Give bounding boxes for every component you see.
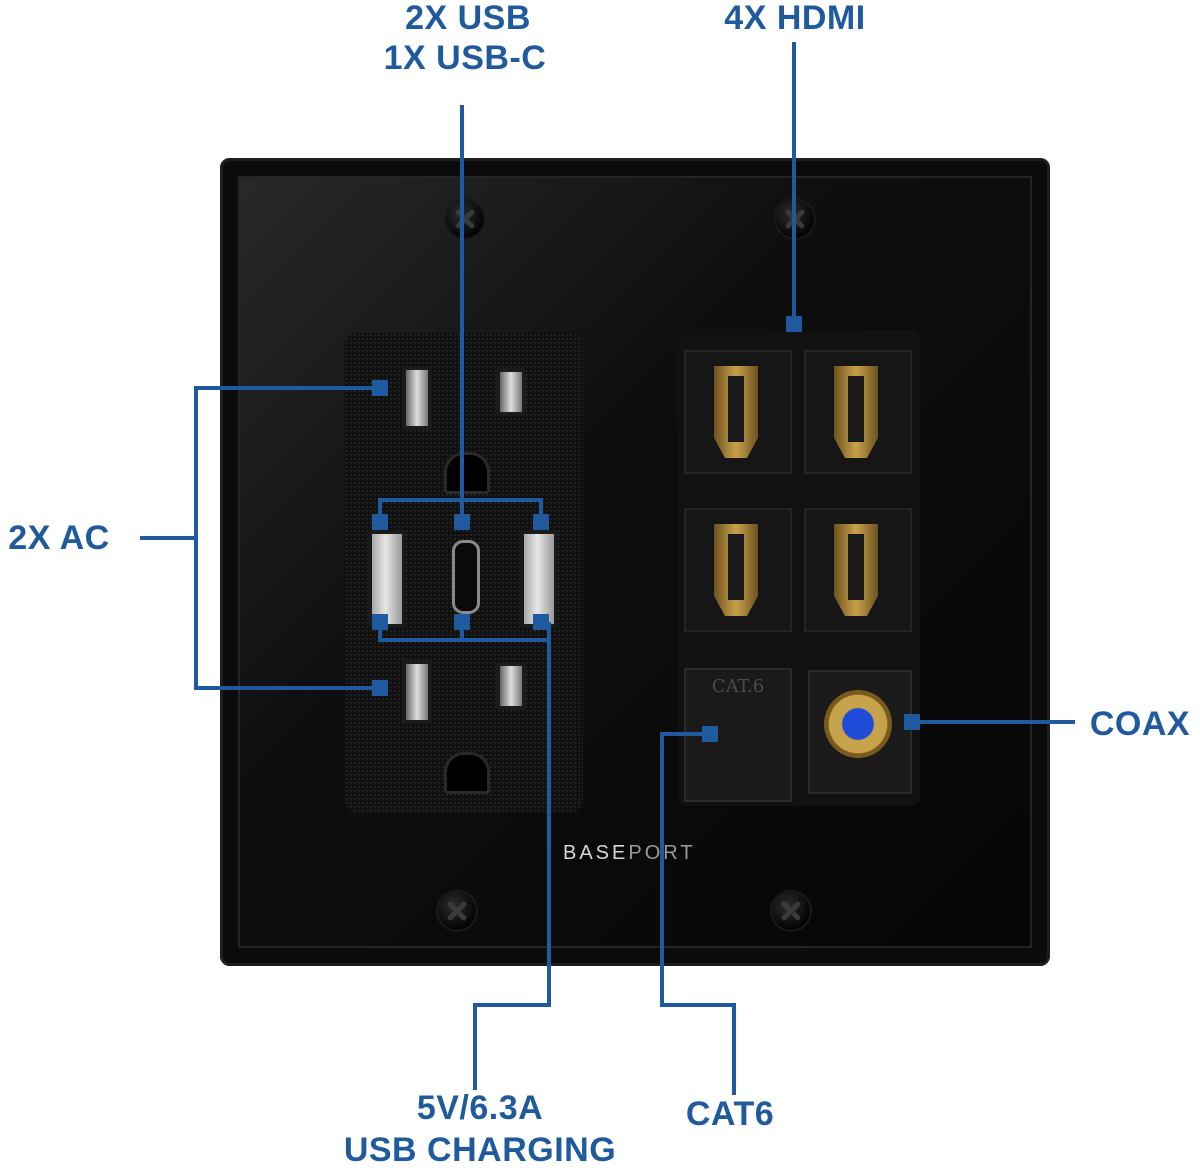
ac-bottom-neutral-slot	[402, 660, 432, 724]
screw-bottom-left-icon	[438, 892, 476, 930]
hdmi-port-1	[684, 350, 792, 474]
charging-label-line2: USB CHARGING	[343, 1131, 617, 1169]
screw-top-left-icon	[446, 200, 484, 238]
hdmi-connector-icon	[834, 524, 878, 616]
hdmi-connector-icon	[714, 366, 758, 458]
usb-a-port-left	[368, 530, 406, 628]
coax-connector-icon	[824, 690, 892, 758]
ac-top-hot-slot	[496, 368, 526, 416]
hdmi-label: 4X HDMI	[724, 0, 866, 37]
charging-label-line1: 5V/6.3A	[416, 1089, 544, 1127]
usb-label-line1: 2X USB	[405, 0, 531, 37]
screw-bottom-right-icon	[772, 892, 810, 930]
ac-label: 2X AC	[8, 519, 110, 557]
cat6-label: CAT6	[685, 1095, 775, 1133]
hdmi-connector-icon	[834, 366, 878, 458]
ac-top-ground-hole	[444, 452, 490, 494]
cat6-jack-text: CAT.6	[711, 676, 765, 697]
usb-c-port	[452, 540, 480, 614]
ac-bottom-ground-hole	[444, 752, 490, 794]
hdmi-port-3	[684, 508, 792, 632]
coax-jack	[808, 670, 912, 794]
ac-top-neutral-slot	[402, 366, 432, 430]
coax-label: COAX	[1089, 705, 1191, 743]
usb-label-line2: 1X USB-C	[383, 39, 547, 77]
hdmi-port-4	[804, 508, 912, 632]
ac-bottom-hot-slot	[496, 662, 526, 710]
hdmi-connector-icon	[714, 524, 758, 616]
brand-logo: BASEPORT	[563, 842, 696, 864]
usb-a-port-right	[520, 530, 558, 628]
hdmi-port-2	[804, 350, 912, 474]
